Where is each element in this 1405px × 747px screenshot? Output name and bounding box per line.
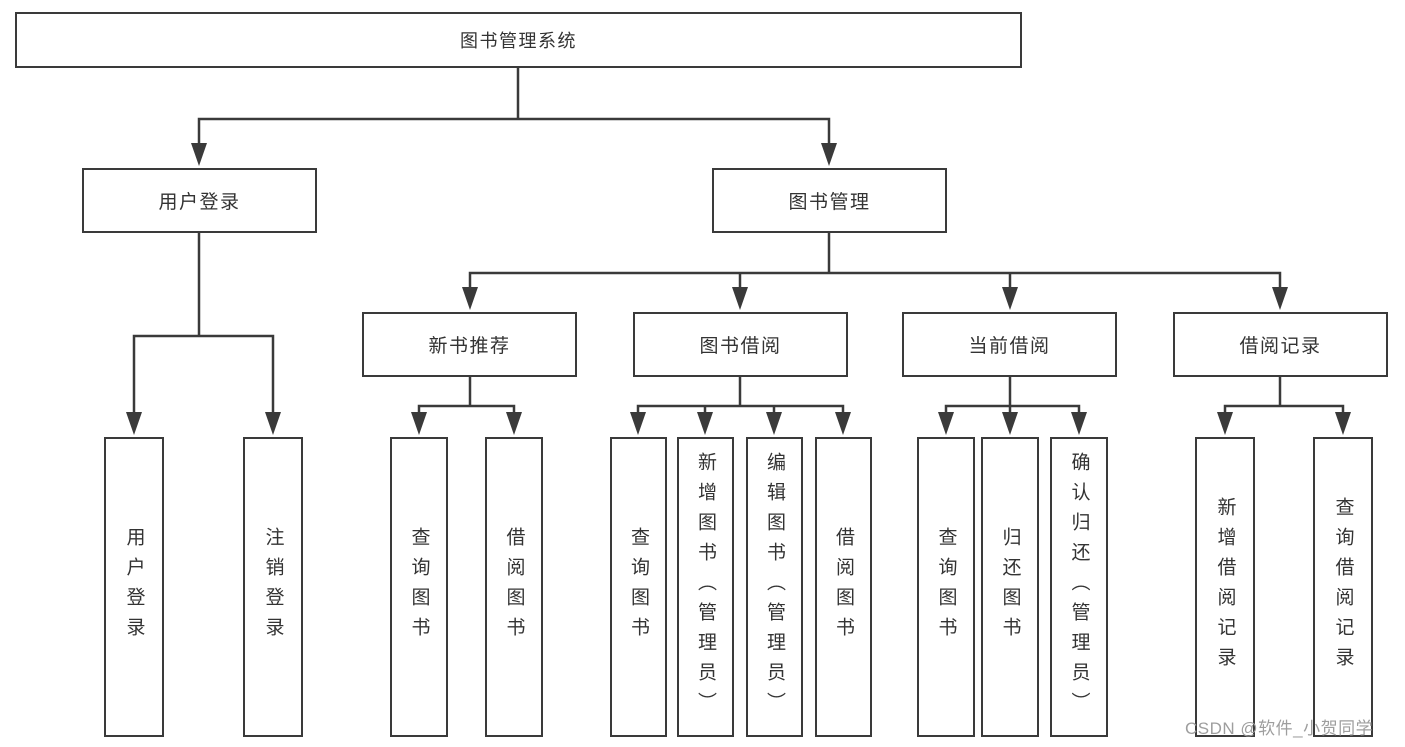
connector-current-borrow (944, 377, 1081, 414)
connector-root (197, 68, 831, 145)
connector-new-books (417, 377, 516, 414)
node-root: 图书管理系统 (15, 12, 1022, 68)
connector-book-borrow (636, 377, 845, 414)
leaf-bb-borrow-books: 借阅图书 (815, 437, 872, 737)
leaf-br-query-record: 查询借阅记录 (1313, 437, 1373, 737)
node-borrow-records: 借阅记录 (1173, 312, 1388, 377)
node-book-mgmt: 图书管理 (712, 168, 947, 233)
leaf-bb-query-books: 查询图书 (610, 437, 667, 737)
leaf-logout: 注销登录 (243, 437, 303, 737)
leaf-cb-query-books: 查询图书 (917, 437, 975, 737)
leaf-cb-confirm-return: 确认归还（管理员） (1050, 437, 1108, 737)
arrowhead-group (126, 143, 1351, 435)
leaf-bb-edit-books: 编辑图书（管理员） (746, 437, 803, 737)
node-new-books: 新书推荐 (362, 312, 577, 377)
leaf-user-login: 用户登录 (104, 437, 164, 737)
node-current-borrow: 当前借阅 (902, 312, 1117, 377)
leaf-cb-return-books: 归还图书 (981, 437, 1039, 737)
watermark: CSDN @软件_小贺同学 (1185, 719, 1374, 738)
connector-user-login (132, 233, 275, 414)
connector-borrow-records (1223, 377, 1345, 414)
node-book-borrow: 图书借阅 (633, 312, 848, 377)
node-user-login: 用户登录 (82, 168, 317, 233)
leaf-nb-query-books: 查询图书 (390, 437, 448, 737)
leaf-bb-add-books: 新增图书（管理员） (677, 437, 734, 737)
leaf-br-add-record: 新增借阅记录 (1195, 437, 1255, 737)
connector-book-mgmt (468, 233, 1282, 289)
leaf-nb-borrow-books: 借阅图书 (485, 437, 543, 737)
